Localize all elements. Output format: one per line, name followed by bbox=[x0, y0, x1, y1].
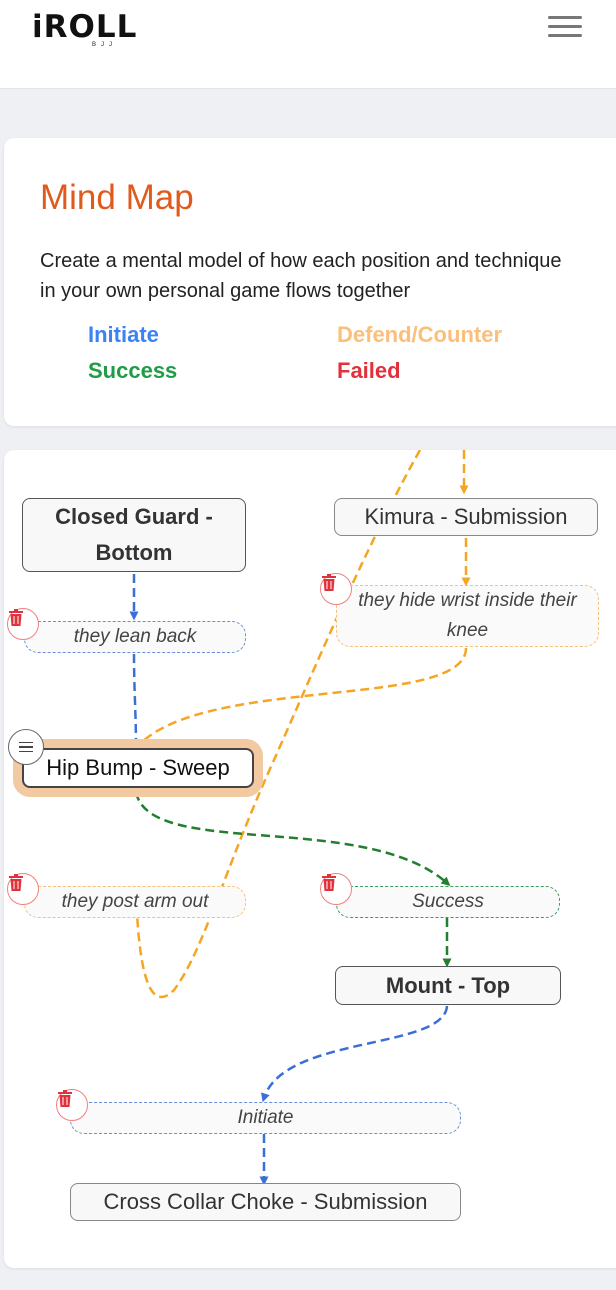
edge-label-post-arm-out[interactable]: they post arm out bbox=[24, 886, 246, 918]
page-description: Create a mental model of how each positi… bbox=[40, 250, 562, 302]
logo-text: iROLL bbox=[32, 9, 138, 45]
legend-defend-counter: Defend/Counter bbox=[337, 322, 502, 347]
edge-line-hide-wrist-hip-bump bbox=[134, 647, 468, 750]
delete-lean-back-button[interactable] bbox=[7, 608, 39, 640]
trash-icon bbox=[322, 874, 336, 891]
trash-icon bbox=[9, 874, 23, 891]
node-mount-top[interactable]: Mount - Top bbox=[335, 966, 561, 1005]
legend-failed: Failed bbox=[337, 358, 401, 383]
legend-initiate: Initiate bbox=[88, 322, 159, 347]
legend-success: Success bbox=[88, 358, 178, 383]
edge-label-initiate[interactable]: Initiate bbox=[70, 1102, 461, 1134]
edge-line-long-counter bbox=[134, 450, 422, 999]
delete-initiate-button[interactable] bbox=[56, 1089, 88, 1121]
delete-success-button[interactable] bbox=[320, 873, 352, 905]
app-header: iROLL BJJ bbox=[0, 0, 616, 89]
drag-handle-icon[interactable] bbox=[8, 729, 44, 765]
delete-post-arm-out-button[interactable] bbox=[7, 873, 39, 905]
node-cross-collar-choke-submission[interactable]: Cross Collar Choke - Submission bbox=[70, 1183, 461, 1221]
trash-icon bbox=[322, 574, 336, 591]
edge-label-hide-wrist[interactable]: they hide wrist inside their knee bbox=[336, 585, 599, 647]
node-kimura-submission[interactable]: Kimura - Submission bbox=[334, 498, 598, 536]
mind-map-canvas[interactable]: Closed Guard - Bottom Kimura - Submissio… bbox=[4, 450, 616, 1268]
delete-hide-wrist-button[interactable] bbox=[320, 573, 352, 605]
trash-icon bbox=[9, 609, 23, 626]
edge-line-hip-bump-success bbox=[134, 791, 451, 886]
node-hip-bump-sweep[interactable]: Hip Bump - Sweep bbox=[22, 748, 254, 788]
node-closed-guard-bottom[interactable]: Closed Guard - Bottom bbox=[22, 498, 246, 572]
trash-icon bbox=[58, 1090, 72, 1107]
iroll-logo[interactable]: iROLL BJJ bbox=[32, 9, 138, 48]
edge-line-mount-initiate bbox=[261, 1005, 449, 1103]
logo-subtext: BJJ bbox=[92, 42, 118, 48]
edges-layer bbox=[129, 450, 471, 1186]
mind-map-intro-card: Mind Map Create a mental model of how ea… bbox=[4, 138, 616, 426]
edge-line-lean-back-hip-bump bbox=[131, 653, 141, 751]
page-title: Mind Map bbox=[40, 178, 194, 217]
hamburger-menu-icon[interactable] bbox=[548, 16, 582, 42]
edge-label-lean-back[interactable]: they lean back bbox=[24, 621, 246, 653]
edge-label-success[interactable]: Success bbox=[336, 886, 560, 918]
